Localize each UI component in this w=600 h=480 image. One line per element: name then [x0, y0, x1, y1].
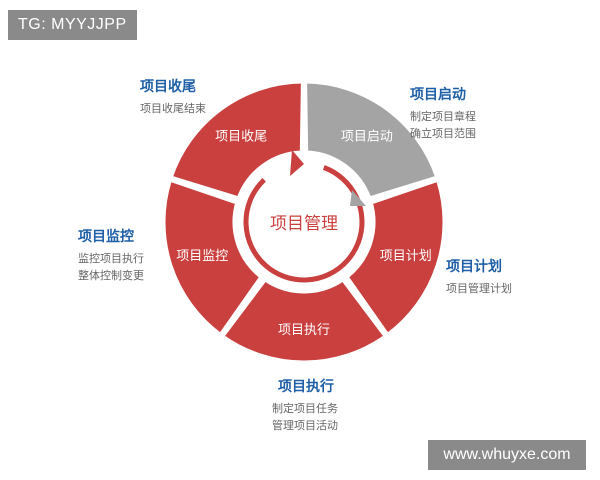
segment-initiation	[304, 80, 439, 200]
callout-execution: 项目执行 制定项目任务 管理项目活动	[272, 376, 338, 434]
callout-heading: 项目启动	[410, 87, 466, 103]
callout-closing: 项目收尾 项目收尾结束	[140, 76, 206, 117]
callout-line: 制定项目章程	[410, 110, 476, 123]
segment-label-closing: 项目收尾	[215, 129, 267, 144]
callout-heading: 项目计划	[446, 259, 502, 275]
segment-execution	[220, 278, 388, 364]
cycle-arrow-head-icon	[350, 190, 366, 206]
segment-label-execution: 项目执行	[278, 323, 330, 338]
center-label: 项目管理	[270, 214, 338, 234]
segment-planning	[345, 178, 446, 337]
callout-heading: 项目执行	[278, 379, 334, 395]
segment-label-initiation: 项目启动	[341, 129, 393, 144]
center-circle	[238, 156, 370, 288]
callout-heading: 项目收尾	[140, 79, 196, 95]
callout-initiation: 项目启动 制定项目章程 确立项目范围	[410, 84, 476, 142]
callout-line: 管理项目活动	[272, 419, 338, 432]
segment-label-monitoring: 项目监控	[176, 249, 228, 264]
callout-line: 监控项目执行	[78, 252, 144, 265]
callout-line: 整体控制变更	[78, 269, 144, 282]
segment-label-planning: 项目计划	[380, 249, 432, 264]
callout-heading: 项目监控	[78, 229, 134, 245]
callout-planning: 项目计划 项目管理计划	[446, 256, 512, 297]
cycle-arrow-head-icon	[290, 150, 304, 176]
callout-line: 确立项目范围	[410, 127, 476, 140]
segment-monitoring	[162, 178, 263, 337]
center-hub: 项目管理	[238, 150, 370, 288]
watermark-top-left: TG: MYYJJPP	[8, 10, 137, 40]
watermark-bottom-right: www.whuyxe.com	[428, 440, 586, 470]
callout-line: 制定项目任务	[272, 402, 338, 415]
callout-monitoring: 项目监控 监控项目执行 整体控制变更	[78, 226, 144, 284]
segment-closing	[169, 80, 304, 200]
callout-line: 项目收尾结束	[140, 102, 206, 115]
callout-line: 项目管理计划	[446, 282, 512, 295]
